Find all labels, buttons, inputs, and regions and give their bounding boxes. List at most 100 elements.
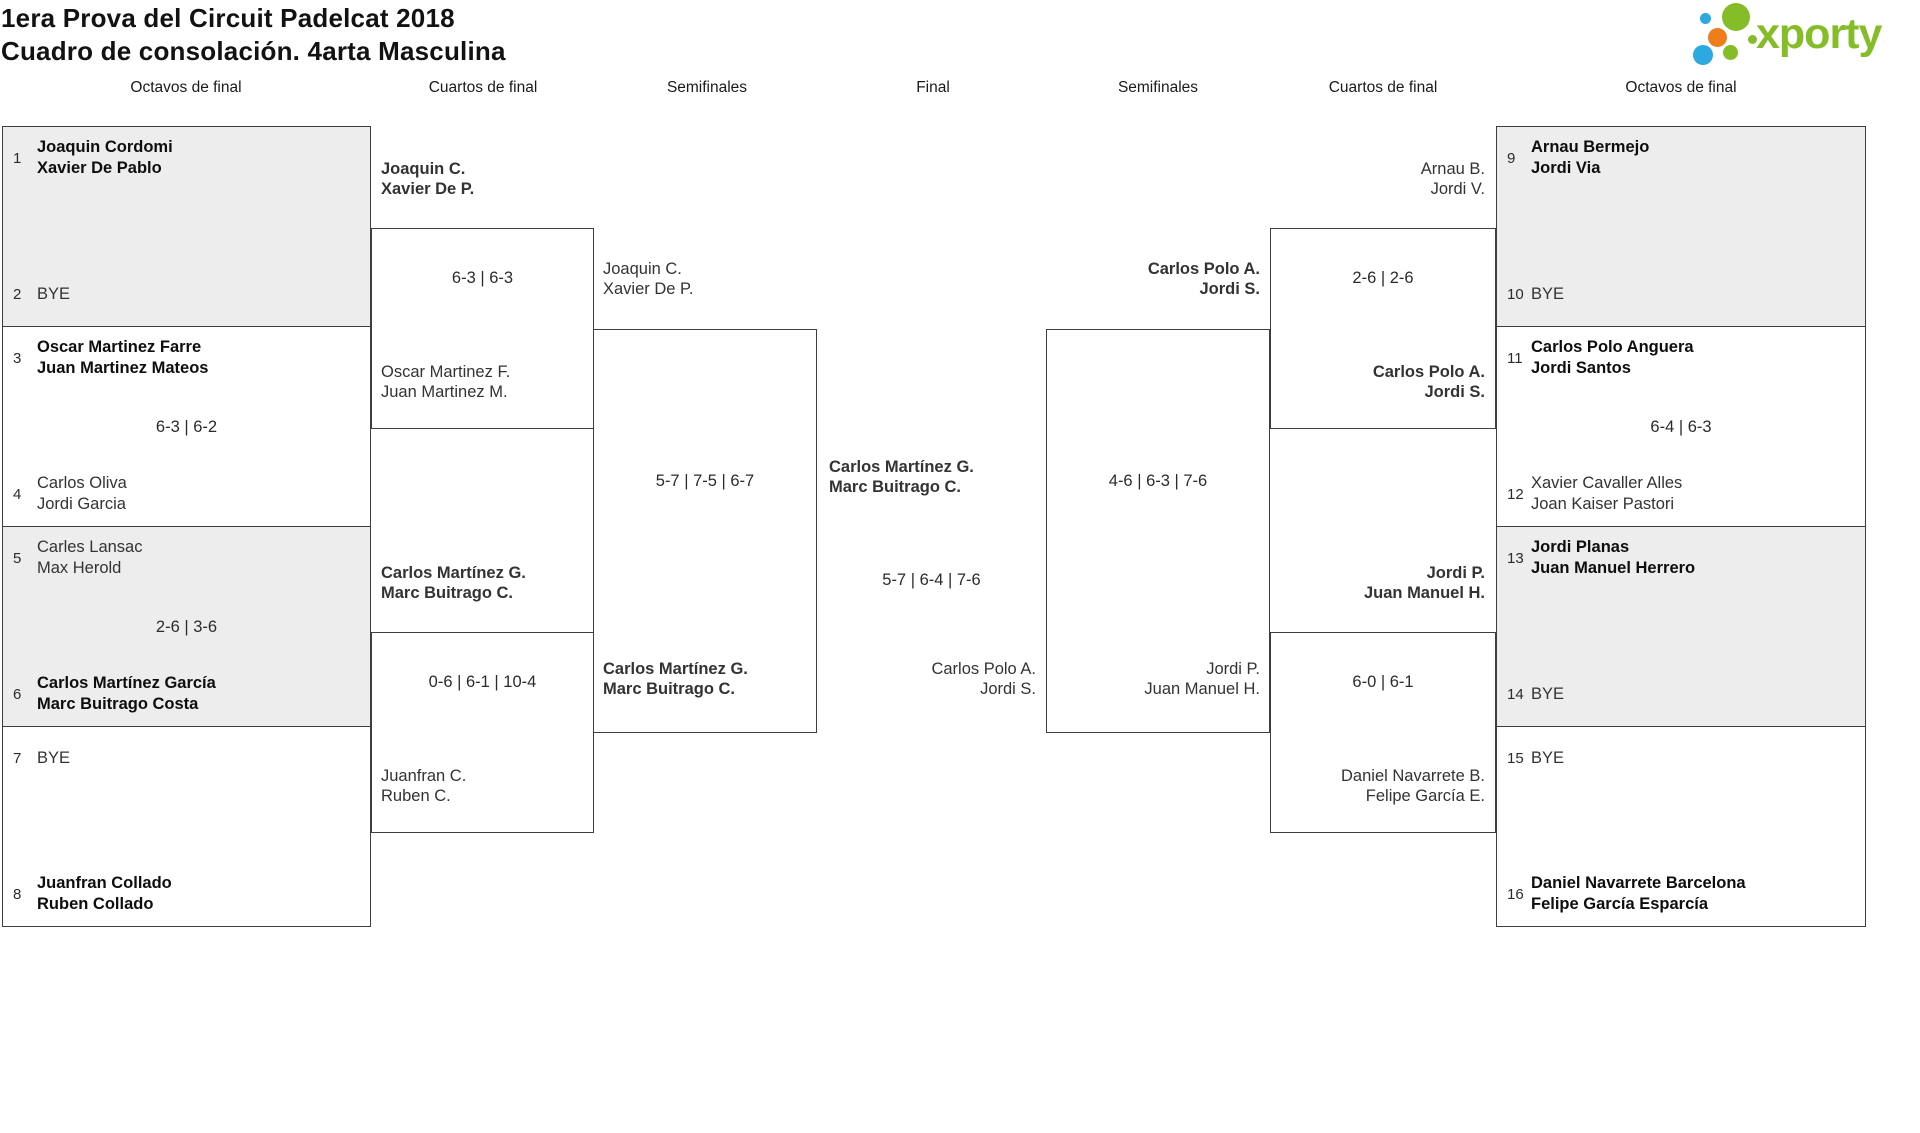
match-score: 2-6 | 2-6 (1352, 269, 1414, 287)
page-title: 1era Prova del Circuit Padelcat 2018 Cua… (1, 2, 506, 68)
round-header-final: Final (916, 79, 950, 96)
team-names: Carlos Oliva Jordi Garcia (37, 474, 127, 513)
match-slot: 15 BYE (1507, 736, 1859, 780)
xporty-logo[interactable]: xporty (1690, 2, 1905, 72)
match-score: 5-7 | 7-5 | 6-7 (655, 472, 755, 490)
match-score: 6-3 | 6-3 (451, 269, 514, 287)
match-box-seeds-15-16: 15 BYE 16 Daniel Navarrete Barcelona Fel… (1496, 726, 1866, 927)
match-score: 4-6 | 6-3 | 7-6 (1108, 472, 1208, 490)
seed-number: 7 (13, 749, 22, 767)
seed-number: 4 (13, 485, 22, 503)
team-names: BYE (37, 284, 71, 303)
match-slot: 6 Carlos Martínez García Marc Buitrago C… (13, 672, 364, 716)
seed-number: 6 (13, 685, 22, 703)
semifinal-box-left: 5-7 | 7-5 | 6-7 (593, 329, 817, 733)
seed-number: 10 (1507, 285, 1524, 303)
team-names: Xavier Cavaller Alles Joan Kaiser Pastor… (1531, 474, 1683, 513)
match-box-seeds-11-12: 11 Carlos Polo Anguera Jordi Santos 6-4 … (1496, 326, 1866, 527)
match-slot: 11 Carlos Polo Anguera Jordi Santos (1507, 336, 1859, 380)
seed-number: 16 (1507, 885, 1524, 903)
quarterfinal-box-right-1: 2-6 | 2-6 (1270, 228, 1496, 429)
match-box-seeds-5-6: 5 Carles Lansac Max Herold 2-6 | 3-6 6 C… (2, 526, 371, 727)
team-names: Arnau Bermejo Jordi Via (1531, 138, 1650, 177)
round-header-octavos-right: Octavos de final (1625, 79, 1737, 96)
seed-number: 14 (1507, 685, 1524, 703)
seed-number: 5 (13, 549, 22, 567)
match-score: 2-6 | 3-6 (155, 618, 218, 636)
team-names: Carlos Martínez García Marc Buitrago Cos… (37, 674, 216, 713)
title-line1: 1era Prova del Circuit Padelcat 2018 (1, 3, 455, 33)
match-box-seeds-7-8: 7 BYE 8 Juanfran Collado Ruben Collado (2, 726, 371, 927)
team-names: Joaquin C. Xavier De P. (381, 160, 475, 198)
team-names: Jordi Planas Juan Manuel Herrero (1531, 538, 1696, 577)
match-box-seeds-1-2: 1 Joaquin Cordomi Xavier De Pablo 2 BYE (2, 126, 371, 327)
team-names: Juanfran C. Ruben C. (381, 767, 467, 805)
match-slot: 10 BYE (1507, 272, 1859, 316)
team-names: BYE (37, 748, 71, 767)
team-names: Carlos Martínez G. Marc Buitrago C. (381, 564, 526, 602)
match-box-seeds-3-4: 3 Oscar Martinez Farre Juan Martinez Mat… (2, 326, 371, 527)
final-score: 5-7 | 6-4 | 7-6 (882, 571, 981, 589)
team-names: Jordi P. Juan Manuel H. (1144, 660, 1260, 698)
match-box-seeds-9-10: 9 Arnau Bermejo Jordi Via 10 BYE (1496, 126, 1866, 327)
team-names: Carlos Polo Anguera Jordi Santos (1531, 338, 1694, 377)
team-names: Daniel Navarrete Barcelona Felipe García… (1531, 874, 1746, 913)
seed-number: 11 (1507, 349, 1523, 367)
seed-number: 15 (1507, 749, 1524, 767)
match-box-seeds-13-14: 13 Jordi Planas Juan Manuel Herrero 14 B… (1496, 526, 1866, 727)
seed-number: 8 (13, 885, 22, 903)
logo-dot-green-tiny (1748, 35, 1757, 44)
team-names: Juanfran Collado Ruben Collado (37, 874, 172, 913)
seed-number: 3 (13, 349, 22, 367)
team-names: Oscar Martinez F. Juan Martinez M. (381, 363, 511, 401)
seed-number: 13 (1507, 549, 1524, 567)
match-slot: 4 Carlos Oliva Jordi Garcia (13, 472, 364, 516)
team-names: Carlos Martínez G. Marc Buitrago C. (603, 660, 748, 698)
final-winner-names: Carlos Martínez G. Marc Buitrago C. (829, 458, 974, 496)
match-slot: 8 Juanfran Collado Ruben Collado (13, 872, 364, 916)
team-names: BYE (1531, 284, 1565, 303)
semifinal-box-right: 4-6 | 6-3 | 7-6 (1046, 329, 1270, 733)
match-slot: 3 Oscar Martinez Farre Juan Martinez Mat… (13, 336, 364, 380)
match-slot: 5 Carles Lansac Max Herold (13, 536, 364, 580)
seed-number: 1 (13, 149, 22, 167)
match-score: 6-4 | 6-3 (1650, 418, 1712, 436)
round-header-cuartos-left: Cuartos de final (428, 79, 538, 96)
team-names: Carles Lansac Max Herold (37, 538, 143, 577)
team-names: Daniel Navarrete B. Felipe García E. (1341, 767, 1485, 805)
match-slot: 7 BYE (13, 736, 364, 780)
match-score: 6-3 | 6-2 (155, 418, 218, 436)
round-header-octavos-left: Octavos de final (130, 79, 242, 96)
logo-dot-green-large (1722, 3, 1750, 31)
logo-dot-green-small (1723, 45, 1738, 60)
quarterfinal-box-left-1: 6-3 | 6-3 (371, 228, 594, 429)
team-names: Carlos Polo A. Jordi S. (1372, 363, 1485, 401)
logo-dot-orange (1708, 28, 1727, 47)
quarterfinal-box-right-2: 6-0 | 6-1 (1270, 632, 1496, 833)
team-names: Joaquin Cordomi Xavier De Pablo (37, 138, 173, 177)
team-names: Oscar Martinez Farre Juan Martinez Mateo… (37, 338, 209, 377)
seed-number: 9 (1507, 149, 1516, 167)
match-slot: 14 BYE (1507, 672, 1859, 716)
team-names: Joaquin C. Xavier De P. (603, 260, 694, 298)
final-runnerup-names: Carlos Polo A. Jordi S. (931, 660, 1036, 698)
match-slot: 16 Daniel Navarrete Barcelona Felipe Gar… (1507, 872, 1859, 916)
team-names: Jordi P. Juan Manuel H. (1363, 564, 1485, 602)
logo-dot-blue-small (1700, 13, 1711, 24)
round-header-semis-right: Semifinales (1117, 79, 1199, 96)
match-slot: 9 Arnau Bermejo Jordi Via (1507, 136, 1859, 180)
logo-dot-blue-large (1693, 45, 1713, 65)
logo-wordmark: xporty (1756, 10, 1882, 58)
seed-number: 12 (1507, 485, 1524, 503)
round-header-cuartos-right: Cuartos de final (1328, 79, 1438, 96)
match-slot: 1 Joaquin Cordomi Xavier De Pablo (13, 136, 364, 180)
team-names: BYE (1531, 684, 1565, 703)
team-names: Carlos Polo A. Jordi S. (1147, 260, 1260, 298)
team-names: Arnau B. Jordi V. (1420, 160, 1485, 198)
round-header-semis-left: Semifinales (666, 79, 748, 96)
match-slot: 13 Jordi Planas Juan Manuel Herrero (1507, 536, 1859, 580)
match-slot: 2 BYE (13, 272, 364, 316)
seed-number: 2 (13, 285, 22, 303)
title-line2: Cuadro de consolación. 4arta Masculina (1, 36, 506, 66)
